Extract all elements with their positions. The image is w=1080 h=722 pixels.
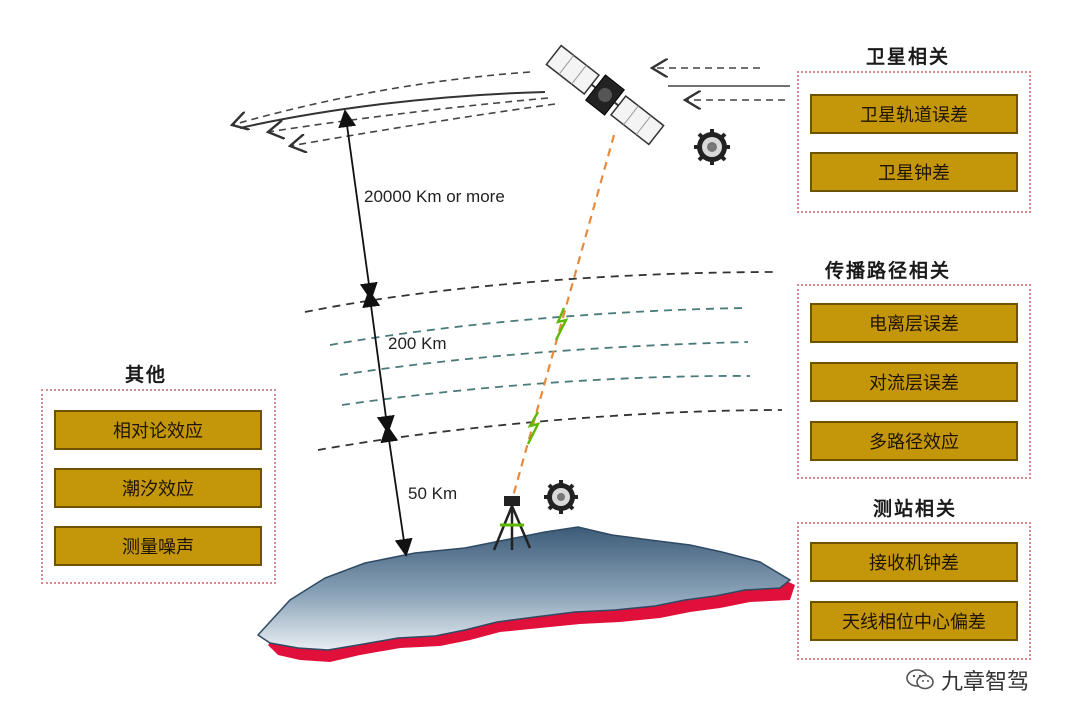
relativity-effect: 相对论效应 <box>54 410 262 450</box>
distance-arrows <box>338 109 413 557</box>
satellite-group-box <box>797 71 1031 213</box>
orbit-altitude-label: 20000 Km or more <box>364 187 505 206</box>
receiver-tripod-icon <box>492 496 532 551</box>
ionosphere-altitude-label: 200 Km <box>388 334 447 353</box>
satellite-clock-error: 卫星钟差 <box>810 152 1018 192</box>
satellite-group-title: 卫星相关 <box>866 46 951 68</box>
station-group-title: 测站相关 <box>873 498 958 520</box>
receiver-clock-error: 接收机钟差 <box>810 542 1018 582</box>
other-group-box <box>41 389 276 584</box>
propagation-group-title: 传播路径相关 <box>825 260 952 282</box>
lightning-icon <box>526 307 569 445</box>
earth-surface <box>256 526 795 662</box>
multipath-effect: 多路径效应 <box>810 421 1018 461</box>
troposphere-error: 对流层误差 <box>810 362 1018 402</box>
tidal-effect: 潮汐效应 <box>54 468 262 508</box>
station-group-box <box>797 522 1031 660</box>
gear-icon <box>544 480 578 514</box>
satellite-icon <box>545 44 665 146</box>
watermark-text: 九章智驾 <box>941 670 1030 695</box>
atmosphere-layers <box>304 271 783 451</box>
wechat-icon <box>906 669 934 690</box>
other-group-title: 其他 <box>125 364 168 386</box>
antenna-phase-center-offset: 天线相位中心偏差 <box>810 601 1018 641</box>
orbit-arcs <box>232 71 556 146</box>
incoming-signal-arrows <box>652 68 790 100</box>
ionosphere-error: 电离层误差 <box>810 303 1018 343</box>
measurement-noise: 测量噪声 <box>54 526 262 566</box>
gear-icon <box>694 129 730 165</box>
watermark: 九章智驾 <box>905 664 1029 696</box>
troposphere-altitude-label: 50 Km <box>408 484 458 503</box>
propagation-group-box <box>797 284 1031 479</box>
signal-path <box>510 134 616 501</box>
satellite-orbit-error: 卫星轨道误差 <box>810 94 1018 134</box>
